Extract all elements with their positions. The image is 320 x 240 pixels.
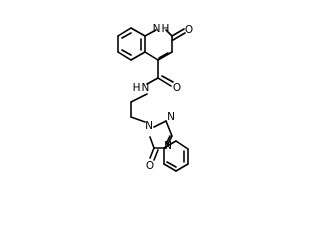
bond-double-inner xyxy=(166,161,177,168)
atom-label: HN xyxy=(133,82,150,94)
bond xyxy=(163,140,177,149)
bond xyxy=(130,116,146,123)
molecule-canvas: NH O O HN N O N N xyxy=(117,23,194,172)
bond xyxy=(172,32,186,41)
bond xyxy=(165,120,173,137)
bond xyxy=(146,77,159,85)
bond xyxy=(165,135,171,145)
bond xyxy=(149,147,155,159)
bond xyxy=(130,27,146,37)
bond xyxy=(157,51,173,61)
bond xyxy=(163,163,177,172)
bond xyxy=(144,29,157,37)
bond xyxy=(161,75,174,83)
atom-label: O xyxy=(146,160,154,172)
atom-label: N xyxy=(164,140,172,152)
atom-label: N xyxy=(167,111,175,123)
bond xyxy=(171,28,185,37)
bond xyxy=(130,93,148,103)
atom-labels: NH O O HN N O N N xyxy=(133,23,194,172)
atom-label: N xyxy=(145,120,153,132)
bond xyxy=(149,136,155,149)
bond xyxy=(165,29,173,37)
bond xyxy=(175,163,189,172)
bond xyxy=(153,149,159,161)
bond-double-inner xyxy=(158,52,169,59)
bond xyxy=(130,51,146,61)
bond xyxy=(175,140,189,150)
atom-label: O xyxy=(185,24,193,36)
atom-label: O xyxy=(173,82,181,94)
bond xyxy=(157,77,172,87)
bond xyxy=(144,51,159,61)
bond-layer xyxy=(117,27,189,172)
bond-double-inner xyxy=(121,49,132,56)
atom-label: NH xyxy=(153,23,170,35)
bond-double-inner xyxy=(121,32,132,39)
bond xyxy=(117,27,132,37)
molecule-structure: NH O O HN N O N N xyxy=(117,23,194,172)
bond xyxy=(117,51,132,61)
bond xyxy=(153,120,167,128)
